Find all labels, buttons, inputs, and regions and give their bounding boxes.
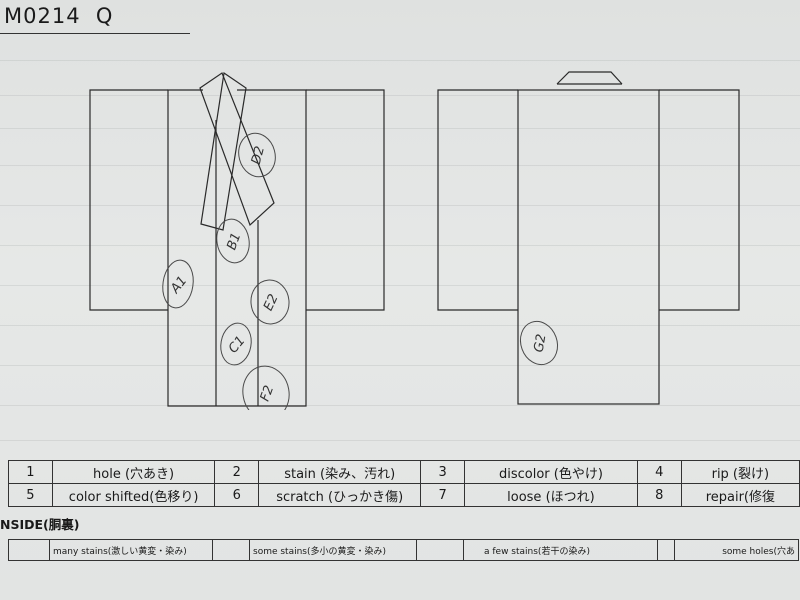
back-right-sleeve (659, 89, 740, 311)
legend-label: loose (ほつれ) (464, 483, 638, 507)
defect-mark-circle (250, 279, 290, 325)
legend-number: 2 (214, 460, 260, 484)
front-right-sleeve (306, 89, 385, 311)
inside-check-cell (8, 539, 50, 561)
defect-mark-label: E2 (261, 292, 282, 313)
legend-number: 3 (420, 460, 466, 484)
inside-lining-table: many stains(激しい黄変・染み) some stains(多小の黄変・… (8, 539, 799, 561)
front-collar-left (199, 72, 275, 227)
defect-mark-label: C1 (226, 333, 249, 356)
legend-label: rip (裂け) (680, 460, 800, 484)
legend-number: 1 (8, 460, 53, 484)
front-body (167, 89, 307, 407)
defect-mark-circle (162, 259, 194, 309)
defect-mark-circle (220, 322, 252, 366)
defect-mark-label: A1 (167, 274, 190, 298)
defect-mark-label: D2 (249, 145, 268, 167)
defect-mark-circle (242, 365, 290, 410)
inside-section-label: NSIDE(胴裏) (0, 517, 80, 532)
inside-item-some-holes: some holes(穴あ (674, 539, 799, 561)
front-collar-right (200, 71, 247, 231)
defect-mark-circle (216, 218, 250, 264)
front-view (89, 71, 385, 407)
legend-label: hole (穴あき) (51, 460, 216, 484)
item-grade: Q (95, 4, 114, 28)
back-left-sleeve (437, 89, 518, 311)
legend-label: stain (染み、汚れ) (258, 460, 422, 484)
legend-number: 6 (214, 483, 260, 507)
defect-mark-circle (238, 132, 276, 178)
inside-item-some-stains: some stains(多小の黄変・染み) (249, 539, 417, 561)
defect-mark-label: G2 (531, 333, 549, 354)
legend-number: 4 (636, 460, 682, 484)
back-collar (556, 71, 623, 85)
legend-label: discolor (色やけ) (464, 460, 638, 484)
defect-mark-circle (519, 320, 559, 366)
inside-check-cell (657, 539, 675, 561)
inside-item-few-stains: a few stains(若干の染み) (463, 539, 658, 561)
legend-label: scratch (ひっかき傷) (258, 483, 422, 507)
legend-label: repair(修復 (680, 483, 800, 507)
legend-number: 7 (420, 483, 466, 507)
inside-check-cell (416, 539, 464, 561)
inside-check-cell (212, 539, 250, 561)
legend-number: 5 (8, 483, 53, 507)
defect-mark-label: B1 (224, 231, 244, 252)
back-body (517, 89, 660, 405)
front-left-sleeve (89, 89, 168, 311)
legend-number: 8 (636, 483, 682, 507)
item-code: M0214 Q (4, 4, 113, 28)
back-view (437, 71, 740, 405)
inside-row: many stains(激しい黄変・染み) some stains(多小の黄変・… (8, 539, 799, 561)
header-rule (0, 33, 190, 34)
inside-item-many-stains: many stains(激しい黄変・染み) (49, 539, 213, 561)
defect-mark-label: F2 (258, 384, 277, 404)
legend-label: color shifted(色移り) (51, 483, 216, 507)
item-number: M0214 (4, 4, 81, 28)
